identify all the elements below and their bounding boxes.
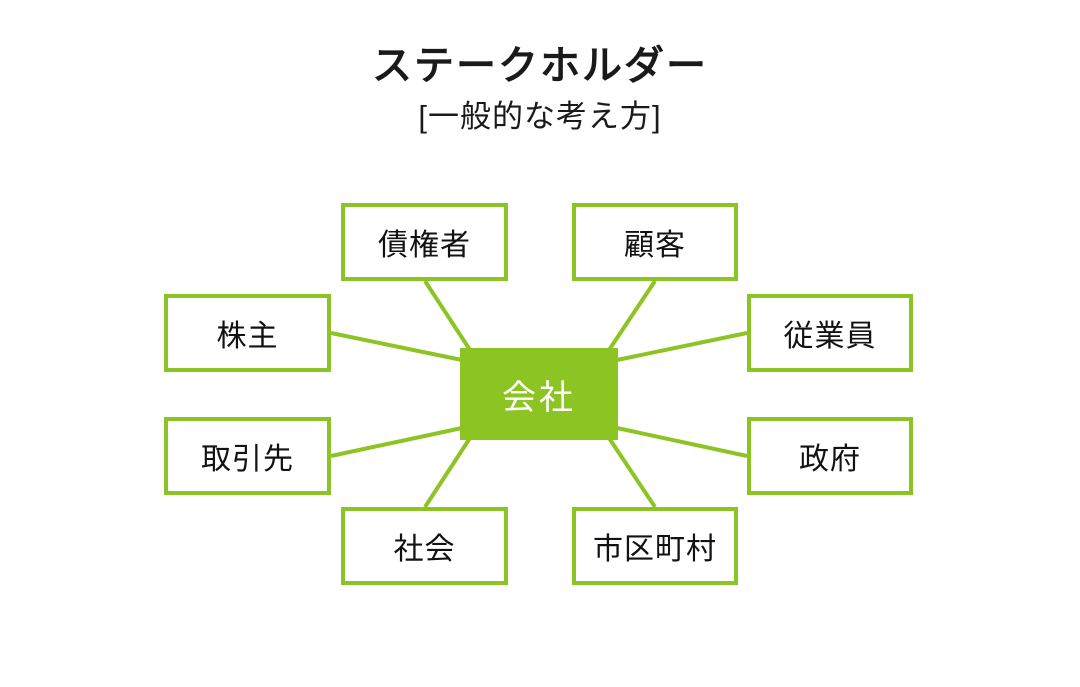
connector-line-creditors	[423, 279, 472, 352]
stakeholder-node-label: 債権者	[378, 229, 471, 262]
page-title: ステークホルダー	[372, 44, 708, 88]
connector-line-employees	[616, 331, 748, 362]
stakeholder-node-society[interactable]: 社会	[341, 507, 508, 585]
center-node-company[interactable]: 会社	[460, 348, 618, 440]
stakeholder-node-government[interactable]: 政府	[747, 417, 913, 495]
title-block: ステークホルダー [一般的な考え方]	[0, 44, 1080, 134]
stakeholder-node-label: 市区町村	[593, 533, 717, 566]
stakeholder-node-creditors[interactable]: 債権者	[341, 203, 508, 281]
connector-line-customers	[607, 279, 657, 352]
stakeholder-node-label: 政府	[799, 443, 861, 476]
center-node-label: 会社	[502, 378, 576, 417]
stakeholder-node-customers[interactable]: 顧客	[572, 203, 738, 281]
page-subtitle: [一般的な考え方]	[418, 99, 662, 134]
stakeholder-node-shareholders[interactable]: 株主	[164, 294, 331, 372]
stakeholder-node-label: 顧客	[624, 229, 686, 262]
stakeholder-node-label: 社会	[393, 533, 456, 566]
stakeholder-node-suppliers[interactable]: 取引先	[164, 417, 331, 495]
stakeholder-node-label: 取引先	[201, 443, 294, 476]
connector-line-government	[616, 426, 748, 458]
stakeholder-node-label: 株主	[216, 320, 279, 353]
connector-line-shareholders	[330, 331, 463, 362]
stakeholder-node-employees[interactable]: 従業員	[747, 294, 913, 372]
stakeholder-node-label: 従業員	[783, 320, 877, 353]
connector-line-municipalities	[607, 436, 657, 509]
stakeholder-node-municipalities[interactable]: 市区町村	[572, 507, 738, 585]
connector-line-society	[423, 436, 472, 509]
connector-line-suppliers	[330, 426, 463, 458]
